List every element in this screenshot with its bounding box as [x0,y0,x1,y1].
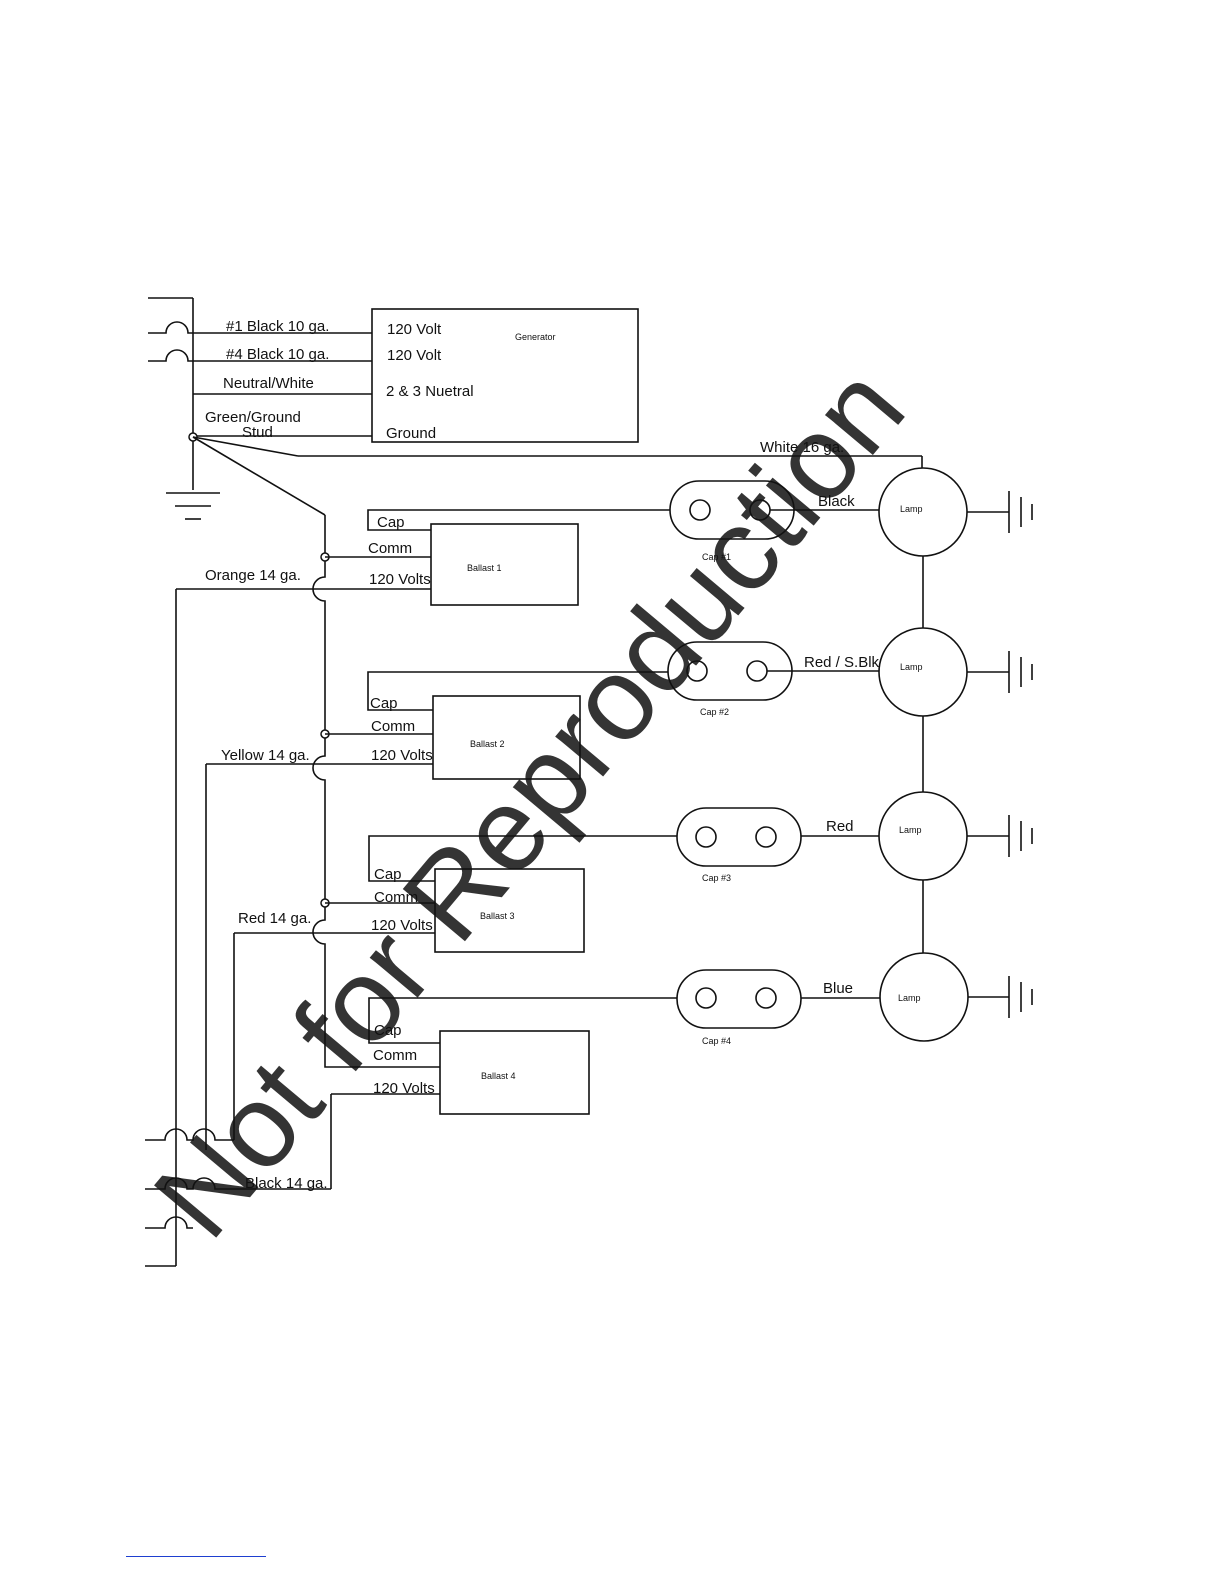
lamp-label: Lamp [899,825,922,835]
wire-label-stud: Stud [242,424,273,441]
ballast-name: Ballast 3 [480,911,515,921]
circuit-wires [145,588,440,1267]
lamp-ground-2 [967,651,1033,693]
generator-terminal-1: 120 Volt [387,321,442,338]
ballast-2: Ballast 2 Cap Comm 120 Volts [367,671,668,780]
ballast-comm-label: Comm [368,540,412,557]
ballast-volts-label: 120 Volts [369,571,431,588]
wire-label-yellow: Yellow 14 ga. [221,747,310,764]
ballast-volts-label: 120 Volts [373,1080,435,1097]
wire-label-black: Black 14 ga. [245,1175,328,1192]
lamp-wire-label-3: Red [826,818,854,835]
ballast-comm-label: Comm [374,889,418,906]
footer-rule [126,1556,266,1557]
ballast-name: Ballast 2 [470,739,505,749]
ballast-name: Ballast 1 [467,563,502,573]
ballast-comm-label: Comm [373,1047,417,1064]
capacitor-3: Cap #3 [676,807,802,883]
capacitor-label: Cap #3 [702,873,731,883]
ballast-cap-label: Cap [370,695,398,712]
lamp-4: Lamp [879,952,969,1042]
wire-label-line4: #4 Black 10 ga. [226,346,329,363]
ballast-cap-label: Cap [374,1022,402,1039]
generator-terminal-2: 120 Volt [387,347,442,364]
wire-label-neutral: Neutral/White [223,375,314,392]
lamp-ground-4 [968,976,1033,1018]
lamp-ground-1 [967,491,1033,533]
generator-terminal-ground: Ground [386,425,436,442]
lamp-wire-label-1: Black [818,493,855,510]
lamp-label: Lamp [900,662,923,672]
lamp-label: Lamp [898,993,921,1003]
generator-terminal-neutral: 2 & 3 Nuetral [386,383,474,400]
ballast-4: Ballast 4 Cap Comm 120 Volts [368,997,677,1115]
ballast-comm-label: Comm [371,718,415,735]
lamp-1: Lamp [878,467,968,557]
capacitor-label: Cap #4 [702,1036,731,1046]
ballast-cap-label: Cap [377,514,405,531]
lamp-ground-3 [967,815,1033,857]
lamp-2: Lamp [878,627,968,717]
ballast-1: Ballast 1 Cap Comm 120 Volts [367,509,670,606]
lamp-wire-label-2: Red / S.Blk [804,654,880,671]
lamp-label: Lamp [900,504,923,514]
generator: Generator 120 Volt 120 Volt 2 & 3 Nuetra… [371,308,639,443]
ballast-name: Ballast 4 [481,1071,516,1081]
capacitor-2: Cap #2 [667,641,793,717]
watermark: Not for Reproduction [129,343,930,1262]
ground-wires [192,436,923,516]
lamp-wire-label-4: Blue [823,980,853,997]
capacitor-4: Cap #4 [676,969,802,1046]
capacitor-label: Cap #2 [700,707,729,717]
ballast-volts-label: 120 Volts [371,917,433,934]
wire-label-white: White 16 ga. [760,439,844,456]
generator-title: Generator [515,332,556,342]
wire-label-orange: Orange 14 ga. [205,567,301,584]
ballast-3: Ballast 3 Cap Comm 120 Volts [368,835,677,953]
lamp-3: Lamp [878,791,968,881]
ballast-volts-label: 120 Volts [371,747,433,764]
capacitor-label: Cap #1 [702,552,731,562]
ballast-cap-label: Cap [374,866,402,883]
wire-label-ground: Green/Ground [205,409,301,426]
wire-label-line1: #1 Black 10 ga. [226,318,329,335]
wire-label-red: Red 14 ga. [238,910,311,927]
